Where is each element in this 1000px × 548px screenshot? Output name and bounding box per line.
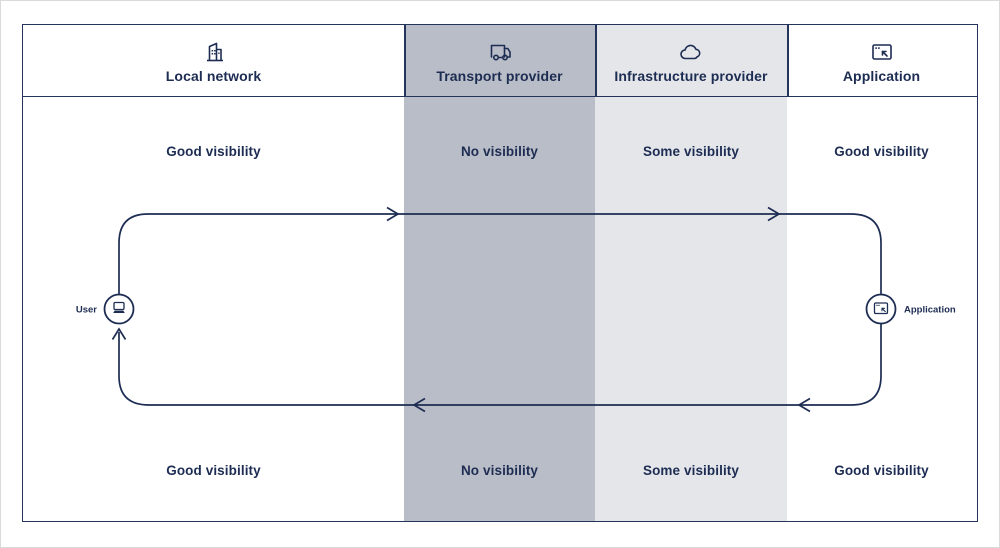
diagram-frame: Local network Transport provider Infrast… [22,24,978,522]
header-infrastructure-provider: Infrastructure provider [595,25,787,97]
transport-column-background [404,25,595,521]
visibility-bottom-infrastructure-provider: Some visibility [642,463,740,478]
visibility-bottom-application: Good visibility [834,463,929,478]
header-separator [404,25,406,97]
cloud-icon [680,44,701,59]
visibility-top-transport-provider: No visibility [460,144,539,159]
header-label: Local network [165,67,262,84]
header-local-network: Local network [23,25,404,97]
header-label: Transport provider [436,67,563,84]
visibility-top-application: Good visibility [834,144,929,159]
visibility-top-local-network: Good visibility [166,144,261,159]
truck-icon [490,44,511,60]
header-application: Application [787,25,976,97]
browser-cursor-icon [871,43,892,60]
header-row [23,25,977,97]
visibility-bottom-local-network: Good visibility [166,463,261,478]
building-icon [206,42,223,61]
visibility-top-infrastructure-provider: Some visibility [642,144,740,159]
header-separator [787,25,789,97]
infrastructure-column-background [595,25,787,521]
header-label: Application [842,67,921,84]
header-label: Infrastructure provider [614,67,768,84]
visibility-bottom-transport-provider: No visibility [460,463,539,478]
header-separator [595,25,597,97]
header-transport-provider: Transport provider [404,25,595,97]
